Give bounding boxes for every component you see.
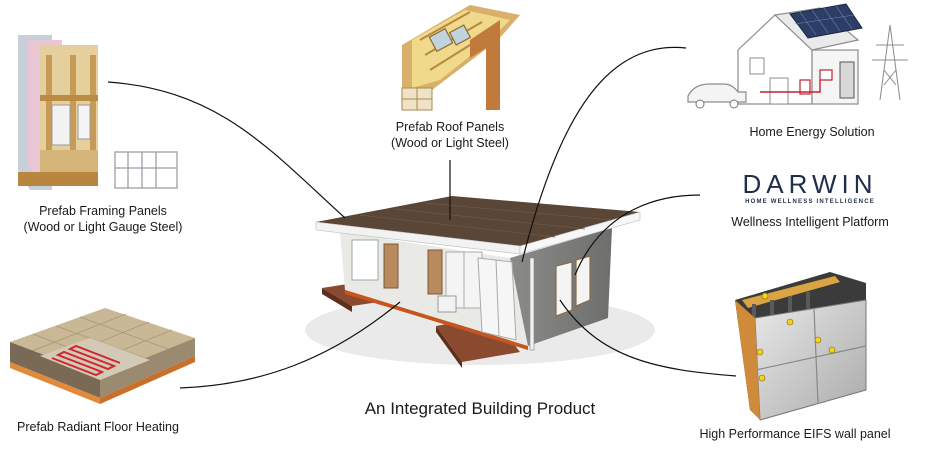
label-home-energy-solution: Home Energy Solution bbox=[722, 124, 902, 140]
framing-label-line1: Prefab Framing Panels bbox=[39, 204, 167, 218]
framing-panel-image bbox=[18, 35, 178, 190]
label-prefab-radiant-floor-heating: Prefab Radiant Floor Heating bbox=[8, 419, 188, 435]
roof-panel-image bbox=[401, 5, 520, 111]
label-eifs-wall-panel: High Performance EIFS wall panel bbox=[690, 426, 900, 442]
eifs-wall-panel-image bbox=[735, 272, 867, 421]
label-wellness-intelligent-platform: Wellness Intelligent Platform bbox=[720, 214, 900, 230]
connector-lines bbox=[107, 46, 737, 389]
wellness-label-line1: Wellness Intelligent Platform bbox=[731, 215, 889, 229]
darwin-logo-tagline: HOME WELLNESS INTELLIGENCE bbox=[745, 199, 875, 205]
home-energy-image bbox=[687, 3, 908, 109]
label-prefab-roof-panels: Prefab Roof Panels (Wood or Light Steel) bbox=[360, 119, 540, 151]
connector-framing bbox=[107, 81, 346, 219]
eifs-label-line1: High Performance EIFS wall panel bbox=[699, 427, 891, 441]
connector-floor bbox=[179, 301, 401, 389]
connector-eifs bbox=[559, 299, 737, 377]
energy-label-line1: Home Energy Solution bbox=[749, 125, 875, 139]
house-model-image bbox=[305, 196, 655, 368]
connector-energy bbox=[521, 46, 687, 263]
label-prefab-framing-panels: Prefab Framing Panels (Wood or Light Gau… bbox=[8, 203, 198, 235]
darwin-logo: DARWIN HOME WELLNESS INTELLIGENCE bbox=[722, 170, 898, 205]
darwin-logo-wordmark: DARWIN bbox=[742, 169, 878, 199]
connector-wellness bbox=[574, 194, 701, 276]
roof-label-line2: (Wood or Light Steel) bbox=[391, 136, 509, 150]
framing-label-line2: (Wood or Light Gauge Steel) bbox=[23, 220, 183, 234]
roof-label-line1: Prefab Roof Panels bbox=[395, 120, 505, 134]
radiant-floor-image bbox=[10, 308, 195, 404]
floor-label-line1: Prefab Radiant Floor Heating bbox=[17, 420, 179, 434]
diagram-caption: An Integrated Building Product bbox=[364, 399, 596, 418]
